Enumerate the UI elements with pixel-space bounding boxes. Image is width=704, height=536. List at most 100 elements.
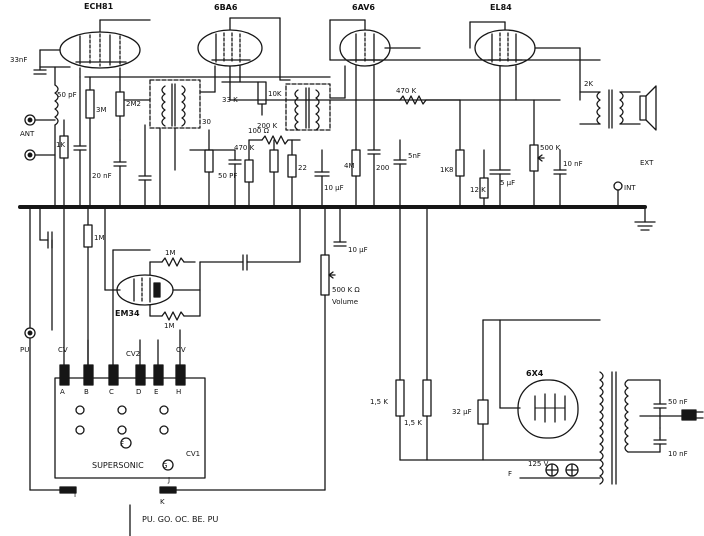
capacitor-ech-2: [113, 139, 127, 208]
c-200-label: 200: [376, 164, 389, 172]
switch-k-label: K: [160, 498, 165, 506]
rect-r2-label: 1,5 K: [404, 419, 422, 427]
tone-pot-500k: [529, 99, 545, 208]
pu-input-jack: [24, 206, 36, 491]
resistor-1k: [59, 119, 69, 208]
switch-wiring: [39, 206, 181, 366]
switch-bottom-contacts: [29, 486, 326, 536]
capacitor-50nf: [653, 379, 667, 429]
c-20nf-label: 20 nF: [92, 172, 112, 180]
c-5uf-label: 5 μF: [500, 179, 515, 187]
r-3m-label: 3M: [96, 106, 107, 114]
switch-i-label: I: [74, 491, 76, 499]
electrolytic-32uf: [477, 399, 489, 461]
ech81-tube: [39, 19, 151, 78]
if-transformer-1: [124, 79, 216, 208]
coupling-cap-volume: [199, 206, 301, 271]
resistor-1m-em-1: [149, 257, 196, 276]
r-33k-label: 33 K: [222, 96, 238, 104]
resistor-rect-1: [395, 379, 405, 461]
antenna-coil: [39, 66, 71, 208]
resistor-1k8: [455, 99, 465, 208]
switch-d-label: D: [136, 388, 141, 396]
rectifier-supply-lines: [399, 206, 601, 401]
c-50pf-b-label: 50 PF: [218, 172, 237, 180]
r-200k-label: 200 K: [257, 122, 278, 130]
el84-tube: [469, 21, 581, 171]
r-22-label: 22: [298, 164, 307, 172]
output-transformer: [579, 89, 641, 129]
r-10k-label: 10K: [268, 90, 282, 98]
resistor-22: [287, 139, 297, 208]
c-50pf-label: 50 pF: [57, 91, 77, 99]
r-100k-label: 100 Ω: [248, 127, 270, 135]
pu-label: PU: [20, 346, 29, 354]
resistor-4m: [351, 149, 361, 208]
switch-f-label: F: [120, 440, 124, 448]
capacitor-10uf-b: [333, 206, 347, 247]
switch-b-label: B: [84, 388, 89, 396]
r-1k8-label: 1K8: [440, 166, 454, 174]
speaker-icon: [639, 85, 657, 131]
capacitor-10uf: [314, 149, 330, 208]
c-elec-label: 32 μF: [452, 408, 472, 416]
resistor-3m: [85, 76, 95, 208]
resistor-33k: [204, 65, 259, 208]
em34-tube: [104, 206, 201, 306]
em34-label: EM34: [115, 309, 140, 318]
switch-h-label: H: [176, 388, 181, 396]
switch-connector-row: [59, 364, 186, 386]
c-10uf-label: 10 μF: [324, 184, 344, 192]
r-4m-label: 4M: [344, 162, 355, 170]
r-2k-label: 2K: [584, 80, 593, 88]
c-10uf-b-label: 10 μF: [348, 246, 368, 254]
r-12k-label: 12 K: [470, 186, 486, 194]
capacitor-5uf: [489, 169, 511, 208]
capacitor-10nf: [553, 149, 567, 208]
capacitor-10nf-b: [653, 427, 667, 453]
cv2-label: CV2: [126, 350, 140, 358]
bands-label: PU. GO. OC. BE. PU: [142, 515, 218, 524]
ground-terminal-left: [24, 149, 56, 161]
6ba6-label: 6BA6: [214, 3, 238, 12]
resistor-470k-coupling: [373, 95, 461, 105]
switch-a-label: A: [60, 388, 65, 396]
resistor-12k: [479, 149, 489, 208]
r-1m-em-label: 1M: [165, 249, 176, 257]
capacitor-ech-1: [73, 76, 87, 208]
6x4-tube: [499, 319, 579, 439]
int-label: INT: [624, 184, 636, 192]
capacitor-200: [367, 149, 381, 208]
cv1-label: CV1: [186, 450, 200, 458]
resistor-100k: [248, 135, 301, 145]
switch-e-label: E: [154, 388, 158, 396]
6av6-label: 6AV6: [352, 3, 375, 12]
resistor-470k: [244, 139, 254, 208]
c-10nf-b-label: 10 nF: [668, 450, 688, 458]
ant-label: ANT: [20, 130, 35, 138]
capacitor-ech-3: [138, 124, 152, 208]
6ba6-tube: [197, 17, 281, 101]
mains-plug-icon: [639, 409, 704, 421]
resistor-10k: [257, 81, 267, 116]
power-transformer: [599, 371, 661, 485]
resistor-rect-2: [422, 379, 432, 461]
c-33nf-label: 33nF: [10, 56, 27, 64]
r-1k-label: 1K: [56, 141, 65, 149]
f-label: F: [508, 470, 512, 478]
switch-j-label: J: [167, 476, 170, 484]
r-1m-em2-label: 1M: [164, 322, 175, 330]
volume-label: Volume: [332, 298, 358, 306]
cv-left-label: CV: [58, 346, 68, 354]
resistor-200k-pot: [269, 139, 279, 208]
capacitor-5nf: [393, 139, 407, 208]
heater-terminals: [519, 463, 601, 479]
r-2m2-label: 2M2: [126, 100, 141, 108]
ech81-label: ECH81: [84, 2, 114, 11]
r-500k-label: 500 K: [540, 144, 561, 152]
capacitor-50pf-b: [189, 149, 242, 208]
c-10nf-label: 10 nF: [563, 160, 583, 168]
c-5nf-label: 5nF: [408, 152, 421, 160]
antenna-terminal: [24, 114, 56, 126]
